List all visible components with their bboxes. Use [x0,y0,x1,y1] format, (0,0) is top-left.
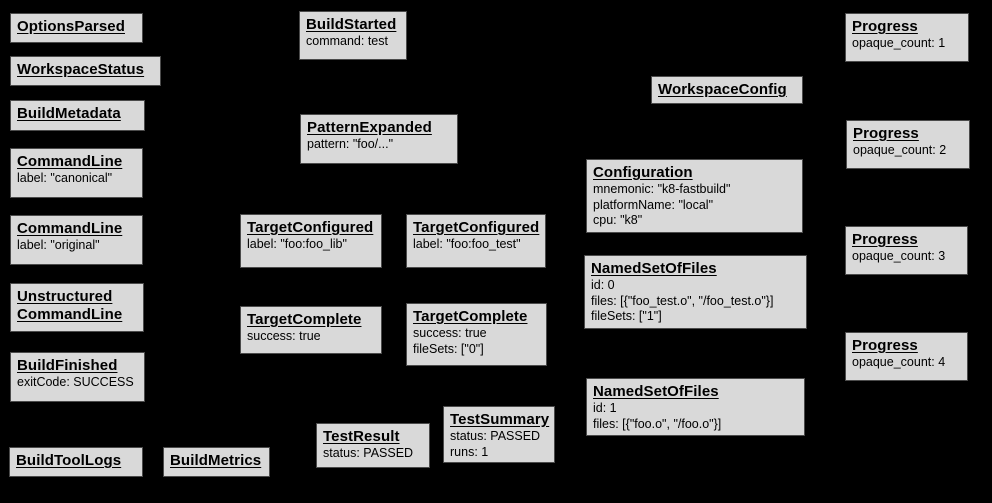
event-detail-target-complete-foo-test-0: success: true [413,326,487,340]
event-title-build-tool-logs: BuildToolLogs [16,452,122,469]
event-title-build-finished: BuildFinished [17,357,118,374]
event-detail-command-line-canonical-0: label: "canonical" [17,171,113,185]
event-detail-named-set-of-files-1-0: id: 1 [593,401,617,415]
event-title-build-started: BuildStarted [306,16,397,33]
event-title-build-metadata: BuildMetadata [17,105,121,122]
event-detail-command-line-original-0: label: "original" [17,238,100,252]
event-detail-progress-1-0: opaque_count: 1 [852,36,946,50]
event-detail-build-finished-0: exitCode: SUCCESS [17,375,134,389]
event-detail-target-configured-foo-test-0: label: "foo:foo_test" [413,237,521,251]
event-detail-progress-3-0: opaque_count: 3 [852,249,946,263]
event-title-pattern-expanded: PatternExpanded [307,119,432,136]
event-title-target-complete-foo-test: TargetComplete [413,308,528,325]
event-node-workspace-status: WorkspaceStatus [10,56,161,86]
event-detail-target-complete-foo-test-1: fileSets: ["0"] [413,341,484,356]
event-detail-target-configured-foo-lib-0: label: "foo:foo_lib" [247,237,347,251]
event-title-options-parsed: OptionsParsed [17,18,125,35]
event-title-workspace-config: WorkspaceConfig [658,81,787,98]
event-node-unstructured-command-line: Unstructured CommandLine [10,283,144,332]
event-title-progress-3: Progress [852,231,918,248]
event-detail-target-complete-foo-lib-0: success: true [247,329,321,343]
event-title-configuration: Configuration [593,164,693,181]
event-title-test-summary: TestSummary [450,411,550,428]
event-detail-named-set-of-files-0-0: id: 0 [591,278,615,292]
event-node-workspace-config: WorkspaceConfig [651,76,803,104]
event-title-workspace-status: WorkspaceStatus [17,61,145,78]
event-title-command-line-original: CommandLine [17,220,123,237]
event-title-command-line-canonical: CommandLine [17,153,123,170]
event-detail-pattern-expanded-0: pattern: "foo/..." [307,137,394,151]
event-title-target-configured-foo-test: TargetConfigured [413,219,540,236]
event-detail-configuration-2: cpu: "k8" [593,213,643,227]
event-detail-progress-2-0: opaque_count: 2 [853,143,947,157]
event-detail-named-set-of-files-0-1: files: [{"foo_test.o", "/foo_test.o"}] [591,293,774,308]
event-detail-build-started-0: command: test [306,34,388,48]
event-detail-configuration-1: platformName: "local" [593,197,714,212]
event-node-build-metadata: BuildMetadata [10,100,145,131]
event-title-build-metrics: BuildMetrics [170,452,262,469]
event-node-options-parsed: OptionsParsed [10,13,143,43]
event-title-named-set-of-files-0: NamedSetOfFiles [591,260,717,277]
event-title-progress-2: Progress [853,125,919,142]
event-detail-named-set-of-files-0-2: fileSets: ["1"] [591,309,662,323]
event-title-test-result: TestResult [323,428,400,445]
event-detail-named-set-of-files-1-1: files: [{"foo.o", "/foo.o"}] [593,416,722,431]
event-detail-test-summary-1: runs: 1 [450,444,489,459]
event-title-target-complete-foo-lib: TargetComplete [247,311,362,328]
event-node-build-tool-logs: BuildToolLogs [9,447,143,477]
event-node-build-metrics: BuildMetrics [163,447,270,477]
event-detail-test-summary-0: status: PASSED [450,429,541,443]
event-title-progress-1: Progress [852,18,918,35]
event-title-target-configured-foo-lib: TargetConfigured [247,219,374,236]
event-title-progress-4: Progress [852,337,918,354]
event-detail-progress-4-0: opaque_count: 4 [852,355,946,369]
event-detail-configuration-0: mnemonic: "k8-fastbuild" [593,182,731,196]
event-detail-test-result-0: status: PASSED [323,446,414,460]
event-title-unstructured-command-line: Unstructured CommandLine [17,288,123,323]
event-title-named-set-of-files-1: NamedSetOfFiles [593,383,719,400]
